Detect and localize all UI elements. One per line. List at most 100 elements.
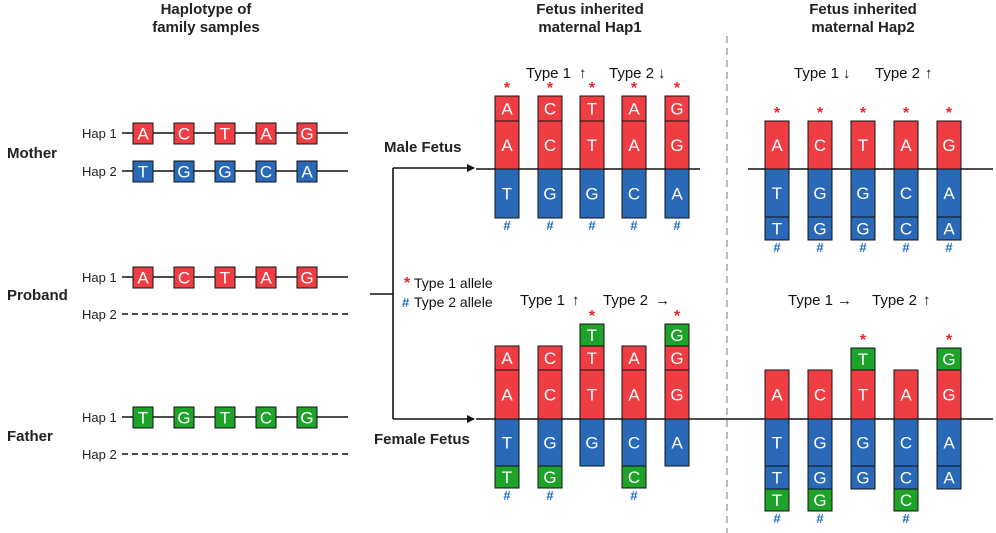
- male_hap1-col-3-red-2-letter: T: [587, 100, 597, 119]
- female_hap1-col-4-red-2-letter: A: [628, 349, 640, 368]
- male_hap2-type1-label: Type 1: [794, 65, 839, 82]
- female_hap1-col-3-red-1-box: [579, 369, 605, 420]
- male_hap2-col-4-blue-1-letter: C: [900, 184, 912, 203]
- female_hap2-col-3-green-top-box: [850, 347, 876, 371]
- female_hap1-col-2-blue-1-letter: G: [543, 434, 556, 453]
- male_hap2-col-5-red-1-letter: G: [942, 136, 955, 155]
- female_hap2-col-5-red-1-letter: G: [942, 386, 955, 405]
- male_hap1-col-4-hash: #: [630, 218, 638, 233]
- female_hap1-col-4-blue-1-box: [621, 418, 647, 467]
- male_hap1-col-2-blue-1: G: [537, 168, 563, 219]
- male_hap1-col-2-hash: #: [546, 218, 554, 233]
- mother-hap1-allele-2-letter: C: [178, 125, 190, 144]
- female_hap2-col-1-green-bottom-box: [764, 488, 790, 512]
- female_hap1-col-2-green-bottom-letter: G: [543, 468, 556, 487]
- female_hap1-col-4-red-1-letter: A: [628, 386, 640, 405]
- female_hap2-col-4-green-bottom: C: [893, 488, 919, 512]
- male_hap2-col-5-blue-2-box: [936, 216, 962, 241]
- mother-hap1-allele-1-box: [132, 122, 154, 145]
- mother-hap1-allele-3-box: [214, 122, 236, 145]
- female_hap2-col-2-hash: #: [816, 511, 824, 526]
- male_hap1-col-2-blue-1-letter: G: [543, 185, 556, 204]
- mother-hap1-allele-4-box: [255, 122, 277, 145]
- female_hap1-col-1-red-1-letter: A: [501, 386, 513, 405]
- female_hap1-col-5-star: *: [674, 308, 681, 325]
- father-hap1-allele-2-box: [173, 406, 195, 429]
- mother-label: Mother: [7, 145, 57, 162]
- male_hap1-col-1-star: *: [504, 80, 511, 97]
- female_hap2-type2-label: Type 2: [872, 292, 917, 309]
- male_hap2-col-5-hash: #: [945, 240, 953, 255]
- female_hap2-col-1-red-1-letter: A: [771, 386, 783, 405]
- female_hap1-type1-label: Type 1: [520, 292, 565, 309]
- male_hap1-col-3-blue-1-letter: G: [585, 185, 598, 204]
- female_hap2-col-2-blue-2: G: [807, 465, 833, 490]
- female_hap1-col-5-red-1-box: [664, 369, 690, 420]
- female_hap1-col-4-red-2-box: [621, 345, 647, 371]
- male_hap1-col-5-red-2-letter: G: [670, 100, 683, 119]
- male_hap1-col-5-red-2: G: [664, 95, 690, 122]
- male_hap2-col-3-blue-2-letter: G: [856, 220, 869, 239]
- proband-hap1-allele-5-box: [296, 266, 318, 289]
- female_hap1-col-5-red-2-letter: G: [670, 349, 683, 368]
- mother-hap1-label: Hap 1: [82, 126, 117, 141]
- male_hap1-col-5-red-1-letter: G: [670, 136, 683, 155]
- header-family-line-2: family samples: [152, 19, 260, 36]
- male_hap2-col-4-blue-2-letter: C: [900, 220, 912, 239]
- male_hap1-col-1-blue-1: T: [494, 168, 520, 219]
- father-hap1-allele-5-box: [296, 406, 318, 429]
- mother-hap1-allele-3-letter: T: [220, 125, 230, 144]
- male_hap2-col-1-hash: #: [773, 240, 781, 255]
- female_hap2-col-2-red-1-box: [807, 369, 833, 420]
- female_hap1-col-3-red-2: T: [579, 345, 605, 371]
- mother-hap2-allele-5: A: [296, 160, 318, 183]
- female_hap2-col-4-green-bottom-letter: C: [900, 491, 912, 510]
- female_hap1-col-2-green-bottom-box: [537, 465, 563, 489]
- male_hap2-col-3-red-1: T: [850, 120, 876, 170]
- female_hap1-col-1-blue-1-letter: T: [502, 434, 512, 453]
- female_hap2-col-4-blue-1: C: [893, 418, 919, 467]
- female_hap1-col-5-green-top-box: [664, 323, 690, 347]
- mother-hap1-allele-3: T: [214, 122, 236, 145]
- female_hap1-col-1-red-2-box: [494, 345, 520, 371]
- male_hap1-col-5-red-1: G: [664, 120, 690, 170]
- male_hap1-col-2-star: *: [547, 80, 554, 97]
- mother-hap1-allele-4: A: [255, 122, 277, 145]
- male_hap1-col-5-blue-1: A: [664, 168, 690, 219]
- male_hap1-col-4-red-2: A: [621, 95, 647, 122]
- male_hap2-col-2-blue-1: G: [807, 168, 833, 218]
- mother-hap2-allele-5-box: [296, 160, 318, 183]
- male_hap1-col-3-red-2-box: [579, 95, 605, 122]
- male_hap2-col-2-red-1: C: [807, 120, 833, 170]
- female_hap2-col-4-red-1-letter: A: [900, 386, 912, 405]
- mother-hap2-allele-5-letter: A: [301, 163, 313, 182]
- female_hap1-col-5-red-2: G: [664, 345, 690, 371]
- female_hap2-col-3-green-top: T: [850, 347, 876, 371]
- female_hap2-col-1-blue-1: T: [764, 418, 790, 467]
- female_hap1-col-5-red-1: G: [664, 369, 690, 420]
- mother-hap1-allele-5-box: [296, 122, 318, 145]
- male_hap1-col-1-red-2: A: [494, 95, 520, 122]
- male_hap1-col-2-red-2-letter: C: [544, 100, 556, 119]
- father-hap1-allele-2-letter: G: [177, 409, 190, 428]
- male_hap2-col-5-blue-2-letter: A: [943, 220, 955, 239]
- mother-hap2-allele-4: C: [255, 160, 277, 183]
- female_hap1-col-2-red-2-letter: C: [544, 349, 556, 368]
- male_hap2-col-2-red-1-letter: C: [814, 136, 826, 155]
- mother-hap2-allele-4-box: [255, 160, 277, 183]
- male_hap2-col-1-red-1-box: [764, 120, 790, 170]
- male_hap1-col-3-red-1-box: [579, 120, 605, 170]
- female_hap2-col-1-blue-1-letter: T: [772, 434, 782, 453]
- header-family-line-1: Haplotype of: [161, 1, 253, 18]
- female_hap1-col-3-star: *: [589, 308, 596, 325]
- female_hap2-col-5-blue-2: A: [936, 465, 962, 490]
- male_hap1-col-1-hash: #: [503, 218, 511, 233]
- male_hap1-col-3-hash: #: [588, 218, 596, 233]
- female_hap2-col-3-red-1: T: [850, 369, 876, 420]
- mother-hap2-allele-2-box: [173, 160, 195, 183]
- male_hap2-col-3-red-1-letter: T: [858, 136, 868, 155]
- female_hap1-col-1-green-bottom-box: [494, 465, 520, 489]
- father-hap1-allele-5: G: [296, 406, 318, 429]
- proband-label: Proband: [7, 287, 68, 304]
- female_hap2-col-2-blue-2-letter: G: [813, 469, 826, 488]
